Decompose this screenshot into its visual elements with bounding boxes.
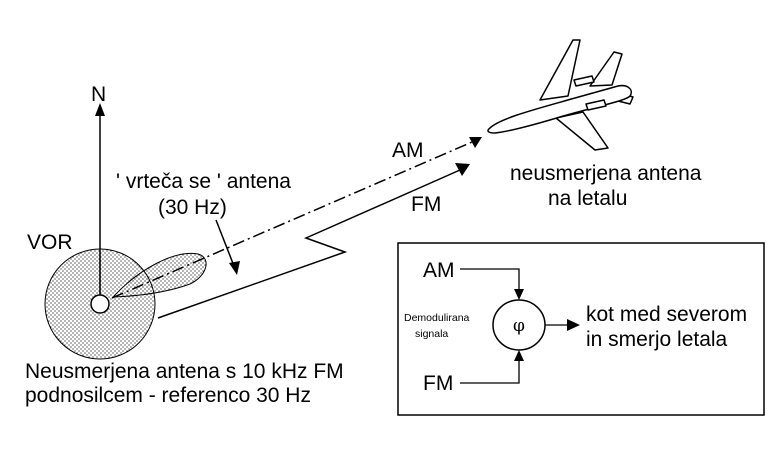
box-fm-input-arrowhead bbox=[514, 350, 524, 361]
am-arrowhead bbox=[469, 137, 482, 148]
aircraft-antenna-label-line2: na letalu bbox=[548, 187, 627, 210]
rotating-antenna-label-line1: ' vrteča se ' antena bbox=[116, 170, 291, 193]
north-arrowhead bbox=[95, 103, 105, 116]
box-fm-label: FM bbox=[423, 372, 453, 395]
output-arrowhead bbox=[567, 319, 580, 331]
pointer-arrow-line bbox=[215, 219, 235, 267]
aircraft-icon bbox=[487, 39, 634, 151]
result-label-line2: in smerjo letala bbox=[586, 328, 728, 351]
result-label-line1: kot med severom bbox=[586, 303, 747, 326]
ground-antenna-label-line1: Neusmerjena antena s 10 kHz FM bbox=[25, 360, 344, 383]
demod-label-line2: signala bbox=[415, 328, 448, 340]
north-label: N bbox=[91, 83, 106, 106]
fm-signal-line bbox=[157, 169, 461, 319]
am-label: AM bbox=[392, 139, 424, 162]
vor-center-antenna bbox=[90, 294, 110, 314]
rotating-antenna-lobe bbox=[111, 252, 207, 298]
aircraft-antenna-label-line1: neusmerjena antena bbox=[510, 162, 702, 185]
box-am-input-line bbox=[460, 268, 520, 290]
vor-label: VOR bbox=[27, 231, 73, 254]
phase-comparison-box bbox=[397, 242, 765, 416]
ground-antenna-label-line2: podnosilcem - referenco 30 Hz bbox=[25, 384, 311, 407]
demod-label-line1: Demodulirana bbox=[404, 312, 470, 324]
box-fm-input-line bbox=[460, 360, 520, 384]
box-am-label: AM bbox=[423, 259, 455, 282]
rotating-antenna-label-line2: (30 Hz) bbox=[158, 196, 227, 219]
box-am-input-arrowhead bbox=[514, 289, 524, 300]
pointer-arrowhead bbox=[229, 261, 240, 275]
phi-symbol: φ bbox=[513, 316, 525, 336]
fm-label: FM bbox=[411, 193, 441, 216]
fm-arrowhead bbox=[455, 163, 470, 176]
